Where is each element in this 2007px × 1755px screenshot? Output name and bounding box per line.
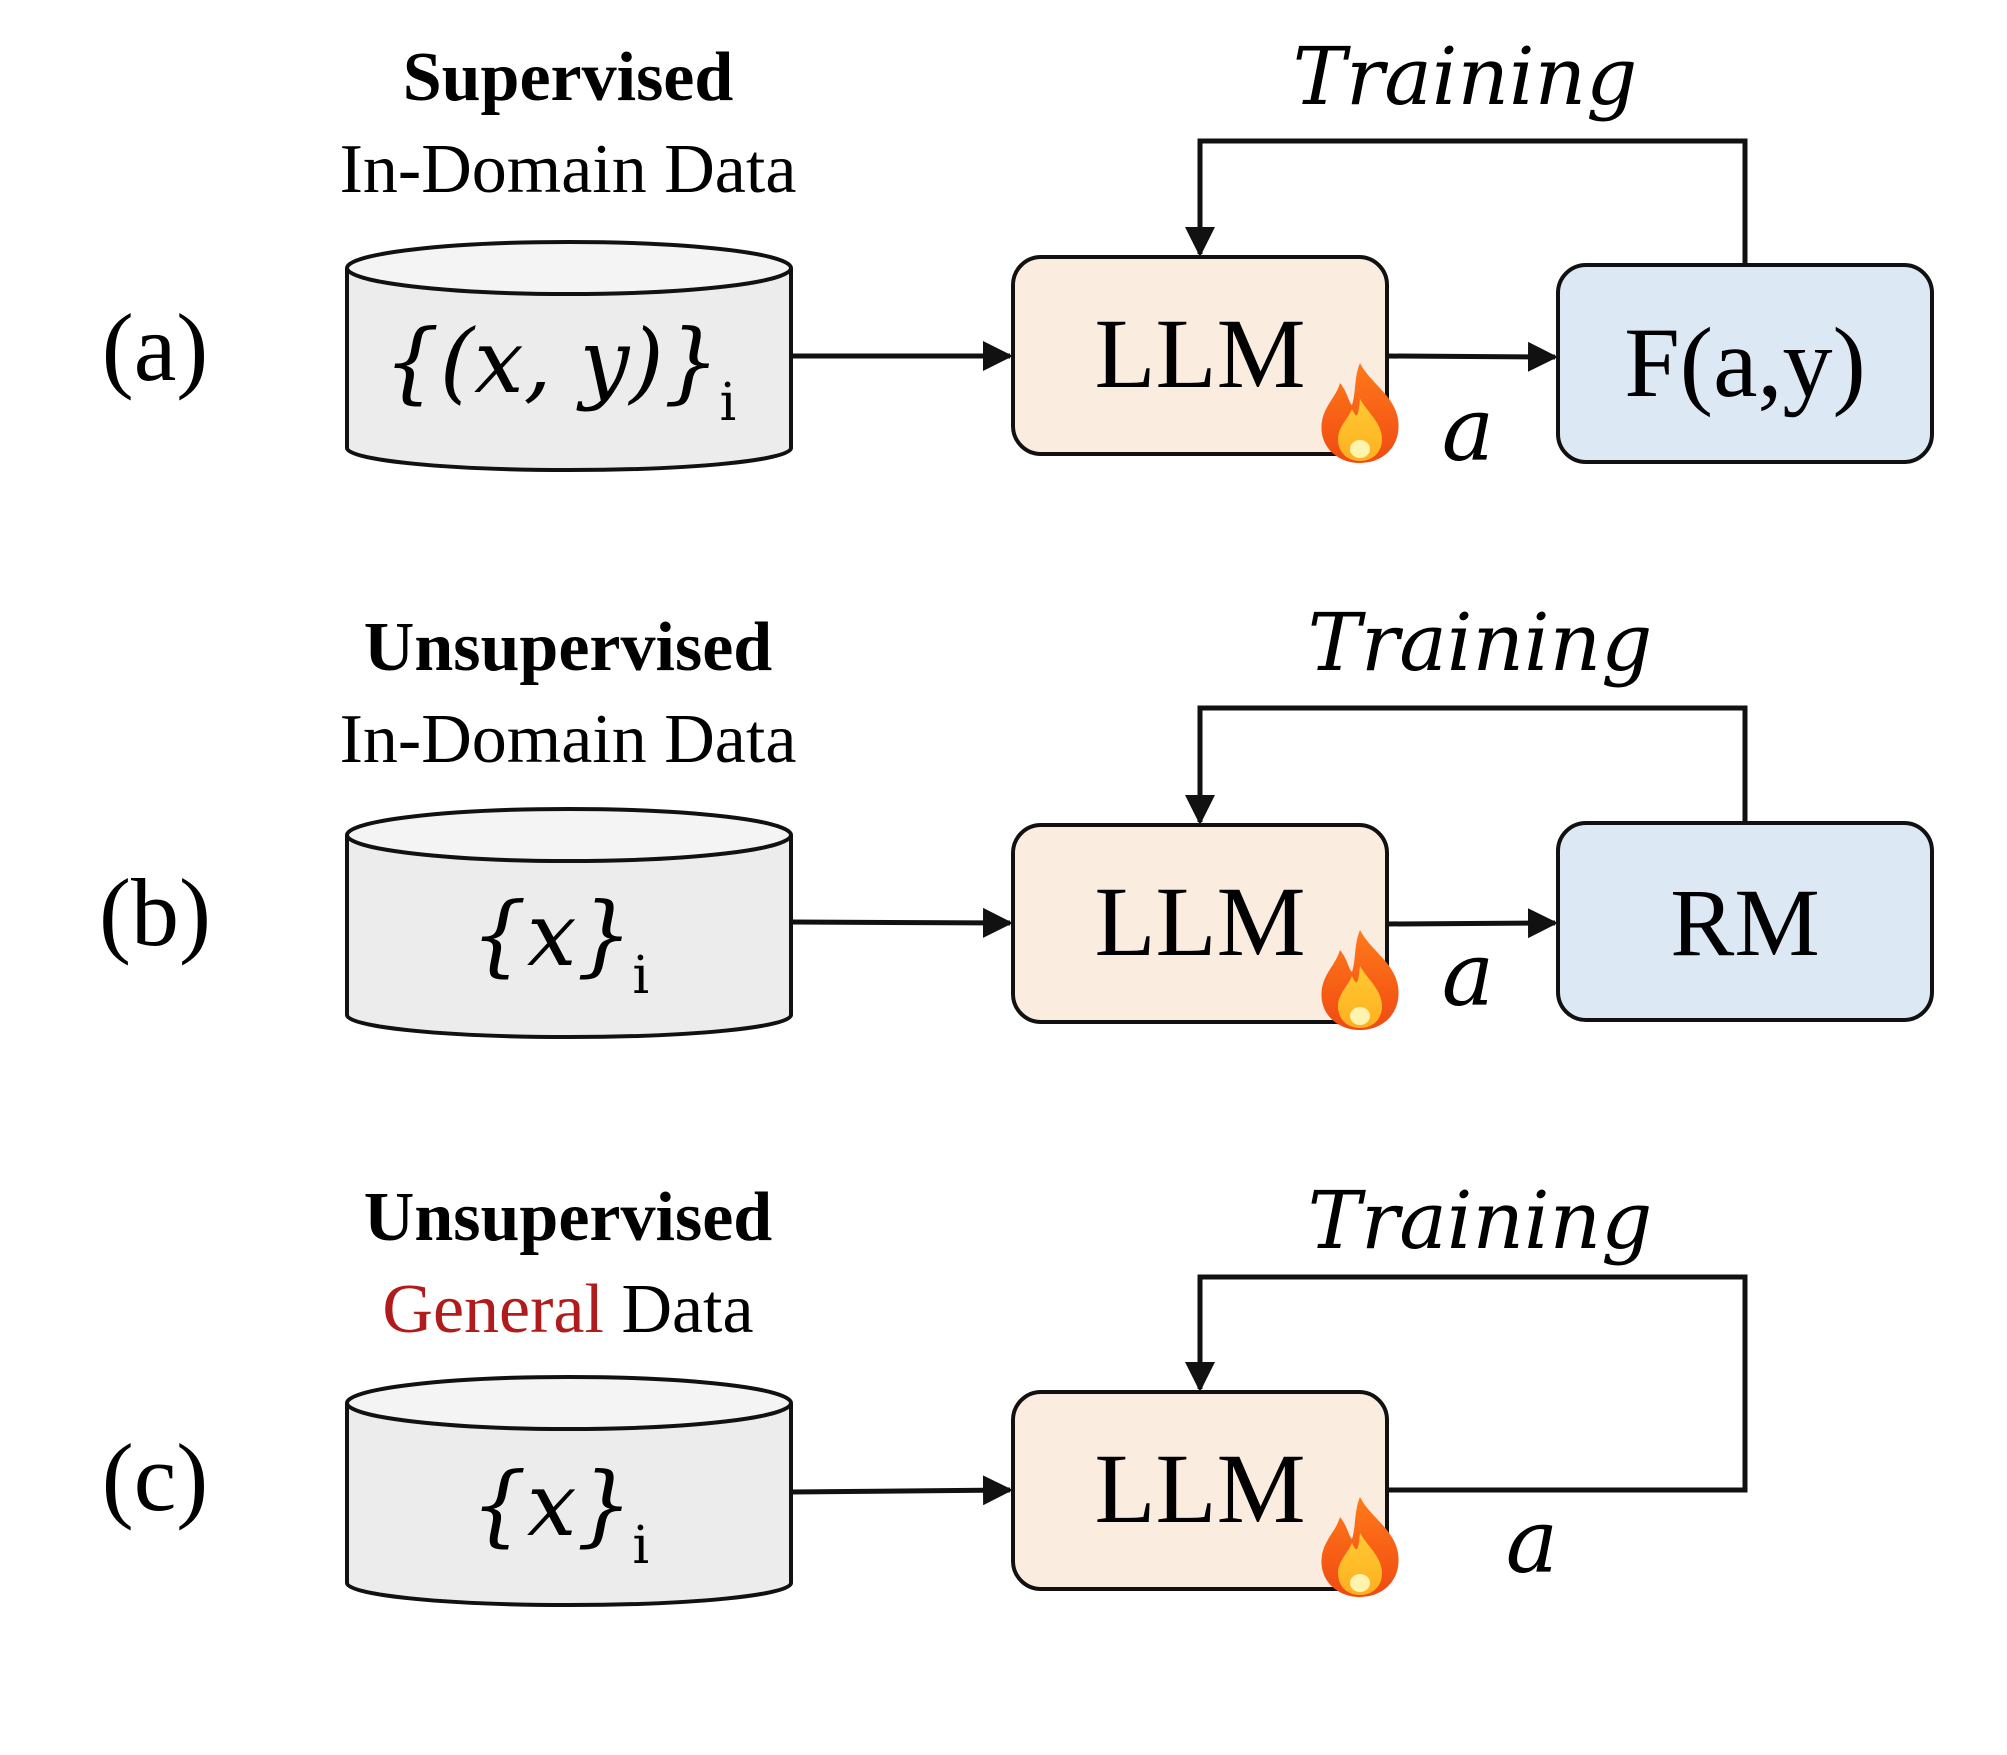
llm-box: LLM <box>1011 823 1389 1024</box>
llm-label: LLM <box>1094 298 1305 409</box>
panel-c: (c) Unsupervised General Data {x}i LLM a… <box>102 1174 1748 1607</box>
general-highlight: General <box>382 1271 604 1348</box>
panel-label: (a) <box>102 294 209 401</box>
output-label: a <box>1442 378 1494 481</box>
panel-label: (c) <box>102 1424 209 1531</box>
data-subtitle: General Data <box>382 1271 753 1348</box>
panel-label: (b) <box>99 859 211 966</box>
data-to-llm-arrow <box>790 907 1013 938</box>
data-subtitle: In-Domain Data <box>340 701 797 778</box>
dataset-cylinder: {x}i <box>345 1375 793 1607</box>
evaluator-box: F(a,y) <box>1556 263 1934 464</box>
output-label: a <box>1506 1490 1558 1593</box>
llm-label: LLM <box>1094 866 1305 977</box>
evaluator-box: RM <box>1556 821 1934 1022</box>
training-loop-arrow <box>1185 705 1748 825</box>
llm-box: LLM <box>1011 1390 1389 1591</box>
data-to-llm-arrow <box>790 1475 1013 1506</box>
data-title: Supervised <box>403 39 734 116</box>
dataset-cylinder: {(x, y)}i <box>345 240 793 472</box>
evaluator-label: RM <box>1670 869 1819 976</box>
evaluator-label: F(a,y) <box>1624 307 1866 418</box>
dataset-cylinder: {x}i <box>345 807 793 1039</box>
panel-b: (b) Unsupervised In-Domain Data {x}i LLM… <box>99 596 1934 1039</box>
dataset-notation: {x}i <box>471 1453 649 1576</box>
data-subtitle: In-Domain Data <box>340 131 797 208</box>
dataset-notation: {(x, y)}i <box>384 310 737 433</box>
data-title: Unsupervised <box>364 1179 772 1256</box>
output-label: a <box>1442 923 1494 1026</box>
training-loop-arrow <box>1185 1274 1748 1493</box>
training-label: Training <box>1308 596 1653 689</box>
llm-to-evaluator-arrow <box>1386 341 1558 372</box>
llm-label: LLM <box>1094 1433 1305 1544</box>
training-loop-arrow <box>1185 138 1748 265</box>
llm-to-evaluator-arrow <box>1386 908 1558 939</box>
data-title: Unsupervised <box>364 609 772 686</box>
training-label: Training <box>1308 1174 1653 1267</box>
dataset-notation: {x}i <box>471 883 649 1006</box>
training-label: Training <box>1293 30 1638 123</box>
llm-box: LLM <box>1011 255 1389 456</box>
panel-a: (a) Supervised In-Domain Data {(x, y)}i … <box>102 30 1934 481</box>
